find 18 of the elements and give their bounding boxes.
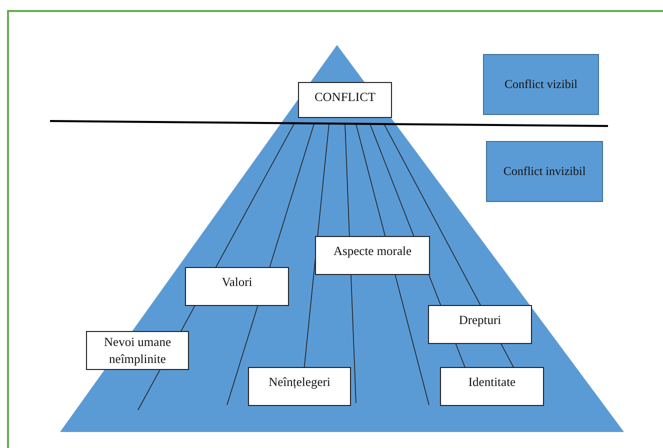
legend-box [486, 141, 603, 202]
label-box [248, 367, 351, 406]
box-text: Neînțelegeri [268, 374, 330, 391]
label-box [440, 367, 544, 406]
legend-box [483, 54, 599, 115]
box-text: Drepturi [458, 312, 502, 329]
label-box [315, 236, 430, 275]
box-text: Aspecte morale [333, 243, 412, 260]
box-text: Conflict invizibil [503, 163, 586, 180]
label-box [185, 267, 289, 306]
box-text: Conflict vizibil [504, 76, 578, 93]
box-text: CONFLICT [314, 89, 376, 106]
label-box [298, 82, 392, 118]
label-box [86, 331, 189, 370]
box-text: Nevoi umane neîmplinite [103, 334, 172, 368]
box-text: Identitate [468, 374, 516, 391]
label-box [428, 305, 532, 344]
box-text: Valori [222, 274, 252, 291]
